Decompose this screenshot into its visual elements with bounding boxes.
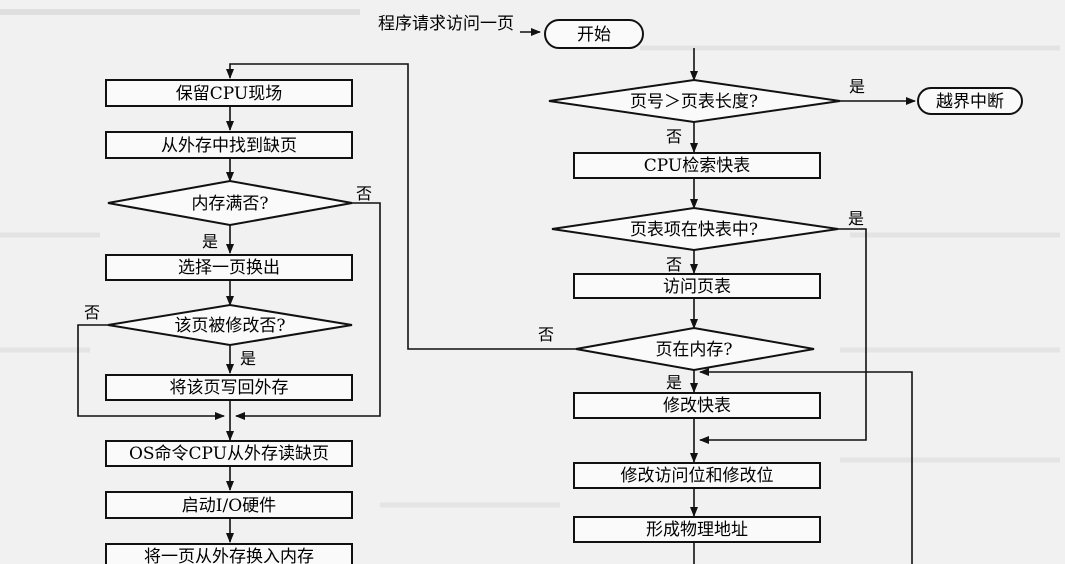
modify-bits-box: 修改访问位和修改位 (573, 462, 821, 489)
background-texture (0, 9, 1060, 508)
start-io-text: 启动I/O硬件 (182, 496, 276, 516)
modify-tlb-box: 修改快表 (573, 392, 821, 419)
modified-decision: 该页被修改否? (107, 303, 353, 347)
label-yes-memfull: 是 (202, 232, 218, 251)
find-page-box: 从外存中找到缺页 (105, 131, 353, 159)
label-no-modified: 否 (84, 303, 100, 322)
check-page-length-decision: 页号＞页表长度? (548, 78, 841, 124)
cpu-search-tlb-box: CPU检索快表 (573, 152, 821, 179)
physical-address-text: 形成物理地址 (646, 520, 748, 540)
label-yes-memory: 是 (666, 373, 682, 392)
write-back-text: 将该页写回外存 (170, 378, 289, 398)
modify-tlb-text: 修改快表 (663, 396, 731, 416)
start-text: 开始 (577, 25, 611, 45)
swap-in-box: 将一页从外存换入内存 (105, 543, 353, 564)
label-yes-bounds: 是 (849, 77, 865, 96)
check-page-length-text: 页号＞页表长度? (630, 92, 758, 112)
start-io-box: 启动I/O硬件 (105, 491, 353, 519)
select-page-text: 选择一页换出 (178, 258, 280, 278)
label-no-tlb: 否 (666, 255, 682, 274)
write-back-box: 将该页写回外存 (105, 374, 353, 401)
cpu-search-tlb-text: CPU检索快表 (644, 156, 750, 176)
swap-in-text: 将一页从外存换入内存 (144, 547, 314, 564)
edge-labels: 是 否 是 否 否 是 否 是 否 是 (84, 77, 865, 392)
find-page-text: 从外存中找到缺页 (161, 136, 297, 156)
in-tlb-text: 页表项在快表中? (630, 220, 758, 240)
mem-full-text: 内存满否? (191, 194, 268, 214)
start-node: 开始 (544, 19, 644, 49)
in-memory-text: 页在内存? (655, 340, 732, 360)
label-no-memfull: 否 (356, 184, 372, 203)
mem-full-decision: 内存满否? (107, 179, 353, 227)
in-tlb-decision: 页表项在快表中? (551, 206, 839, 252)
access-page-table-box: 访问页表 (573, 273, 821, 299)
os-read-text: OS命令CPU从外存读缺页 (129, 444, 329, 464)
modified-text: 该页被修改否? (174, 316, 285, 336)
access-page-table-text: 访问页表 (663, 277, 731, 297)
entry-label: 程序请求访问一页 (378, 14, 514, 34)
label-yes-tlb: 是 (848, 209, 864, 228)
select-page-box: 选择一页换出 (105, 254, 353, 281)
label-no-check: 否 (666, 127, 682, 146)
modify-bits-text: 修改访问位和修改位 (621, 466, 774, 486)
label-no-memory: 否 (538, 325, 554, 344)
os-read-box: OS命令CPU从外存读缺页 (105, 440, 353, 467)
out-of-bounds-text: 越界中断 (936, 92, 1004, 112)
save-cpu-text: 保留CPU现场 (176, 84, 282, 104)
physical-address-box: 形成物理地址 (573, 516, 821, 543)
label-yes-modified: 是 (240, 349, 256, 368)
connectors (77, 28, 916, 564)
in-memory-decision: 页在内存? (575, 326, 815, 372)
save-cpu-box: 保留CPU现场 (105, 79, 353, 107)
out-of-bounds-node: 越界中断 (917, 87, 1023, 115)
